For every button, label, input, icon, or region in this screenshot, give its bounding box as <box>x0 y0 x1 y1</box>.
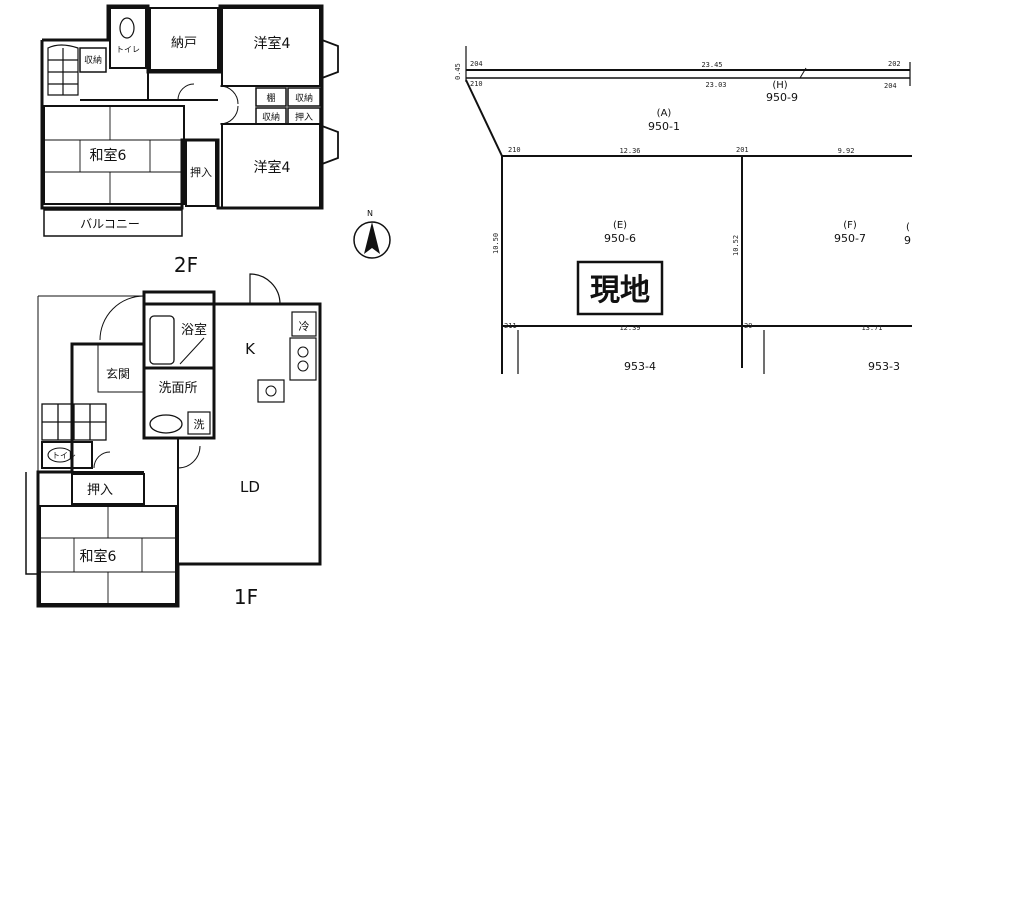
1f-label-washroom: 洗面所 <box>158 381 197 396</box>
1f-stairs <box>41 403 107 441</box>
2f-tatami-lines <box>44 106 184 204</box>
point-mark-6: 201 <box>736 146 749 154</box>
parcel-a-number: 950-1 <box>648 120 680 133</box>
2f-label-balcony: バルコニー <box>80 217 140 231</box>
1f-label-japanese: 和室6 <box>80 548 117 565</box>
2f-bay-window-bottom <box>321 125 339 165</box>
1f-washer-box <box>187 411 211 435</box>
2f-toilet-box <box>109 7 147 69</box>
2f-toilet-fixture <box>119 17 135 39</box>
2f-nando-box <box>149 7 219 71</box>
1f-label-oshiire: 押入 <box>87 483 113 498</box>
parcel-f-number: 950-7 <box>834 232 866 245</box>
1f-bathtub <box>149 315 175 365</box>
2f-label-nando: 納戸 <box>171 36 197 51</box>
point-mark-1: 204 <box>470 60 483 68</box>
2f-label-western-top: 洋室4 <box>254 35 291 52</box>
2f-oshiire-box <box>185 139 217 207</box>
parcel-f-tag: (F) <box>843 220 857 231</box>
parcel-s2-number: 953-3 <box>868 360 900 373</box>
2f-japanese-room <box>43 105 185 205</box>
1f-outer-wall <box>36 302 322 608</box>
1f-toilet-box <box>41 441 93 469</box>
2f-room-labels: 収納 トイレ 納戸 洋室4 棚 収納 収納 押入 洋室4 和室6 押入 バルコニ… <box>80 35 313 277</box>
site-map <box>465 46 912 374</box>
2f-balcony-box <box>43 209 183 237</box>
point-mark-4: 202 <box>888 60 901 68</box>
compass-icon: N <box>353 209 391 259</box>
1f-label-toilet: トイレ <box>52 451 76 460</box>
parcel-e-number: 950-6 <box>604 232 636 245</box>
1f-label-kitchen: K <box>245 340 256 358</box>
parcel-g-number: 9 <box>904 234 911 247</box>
1f-tatami-lines <box>40 506 176 604</box>
parcel-s1-number: 953-4 <box>624 360 656 373</box>
1f-counter <box>289 337 317 381</box>
parcel-a-tag: (A) <box>657 108 672 119</box>
dim-top-inner: 23.03 <box>705 81 726 89</box>
1f-sink <box>149 414 183 434</box>
site-location-label: 現地 <box>590 273 650 308</box>
1f-oshiire-box <box>71 473 145 505</box>
dim-top-outer: 23.45 <box>701 61 722 69</box>
2f-label-storage-left: 収納 <box>84 54 102 66</box>
site-location-box <box>576 260 664 316</box>
1f-label-fridge: 冷 <box>299 320 310 333</box>
parcel-g-tag: ( <box>906 222 910 233</box>
dim-bottom-left: 12.39 <box>619 324 640 332</box>
2f-floor-label: 2F <box>174 253 198 277</box>
2f-stairs <box>47 44 79 96</box>
2f-label-storage-right-b: 収納 <box>262 111 280 123</box>
1f-entrance-floor <box>97 343 145 393</box>
1f-stove <box>257 379 285 403</box>
1f-fridge-box <box>291 311 317 337</box>
point-mark-5: 204 <box>884 82 897 90</box>
2f-western-top-box <box>221 7 321 87</box>
1f-label-washer: 洗 <box>194 418 205 431</box>
floor-1f <box>25 273 322 608</box>
point-mark-7: 211 <box>504 322 517 330</box>
2f-label-closet-small: 押入 <box>295 111 313 123</box>
dim-mid-right: 9.92 <box>838 147 855 155</box>
dim-top-left-small: 0.45 <box>454 63 462 80</box>
compass-label: N <box>367 209 373 218</box>
2f-outer-wall <box>40 4 324 210</box>
parcel-h-tag: (H) <box>772 80 787 91</box>
2f-label-storage-right-a: 収納 <box>295 92 313 104</box>
dim-bottom-right: 13.71 <box>861 324 882 332</box>
point-mark-2: 210 <box>470 80 483 88</box>
floor-2f <box>40 4 339 237</box>
2f-label-japanese: 和室6 <box>90 147 127 164</box>
dim-left-height: 10.50 <box>492 233 500 254</box>
1f-label-bath: 浴室 <box>181 322 207 338</box>
dim-mid-height: 10.52 <box>732 235 740 256</box>
2f-label-oshiire: 押入 <box>190 165 212 179</box>
parcel-e-tag: (E) <box>613 220 627 231</box>
1f-room-labels: 浴室 K 冷 玄関 洗面所 洗 トイレ 押入 LD 和室6 1F <box>52 320 310 609</box>
1f-floor-label: 1F <box>234 585 258 609</box>
site-labels: 現地 (A) 950-1 (H) 950-9 (E) 950-6 (F) 950… <box>454 60 911 373</box>
dim-mid-left: 12.36 <box>619 147 640 155</box>
parcel-h-number: 950-9 <box>766 91 798 104</box>
2f-label-toilet: トイレ <box>116 45 140 54</box>
2f-label-western-bottom: 洋室4 <box>254 159 291 176</box>
point-mark-3: 210 <box>508 146 521 154</box>
site-diagonal-boundary <box>465 79 503 157</box>
1f-label-living: LD <box>240 478 260 496</box>
2f-storage-left-box <box>79 47 107 73</box>
1f-label-entrance: 玄関 <box>106 366 130 381</box>
2f-bay-window-top <box>321 39 339 79</box>
2f-label-shelf: 棚 <box>266 92 275 104</box>
point-mark-8: 29 <box>744 322 752 330</box>
